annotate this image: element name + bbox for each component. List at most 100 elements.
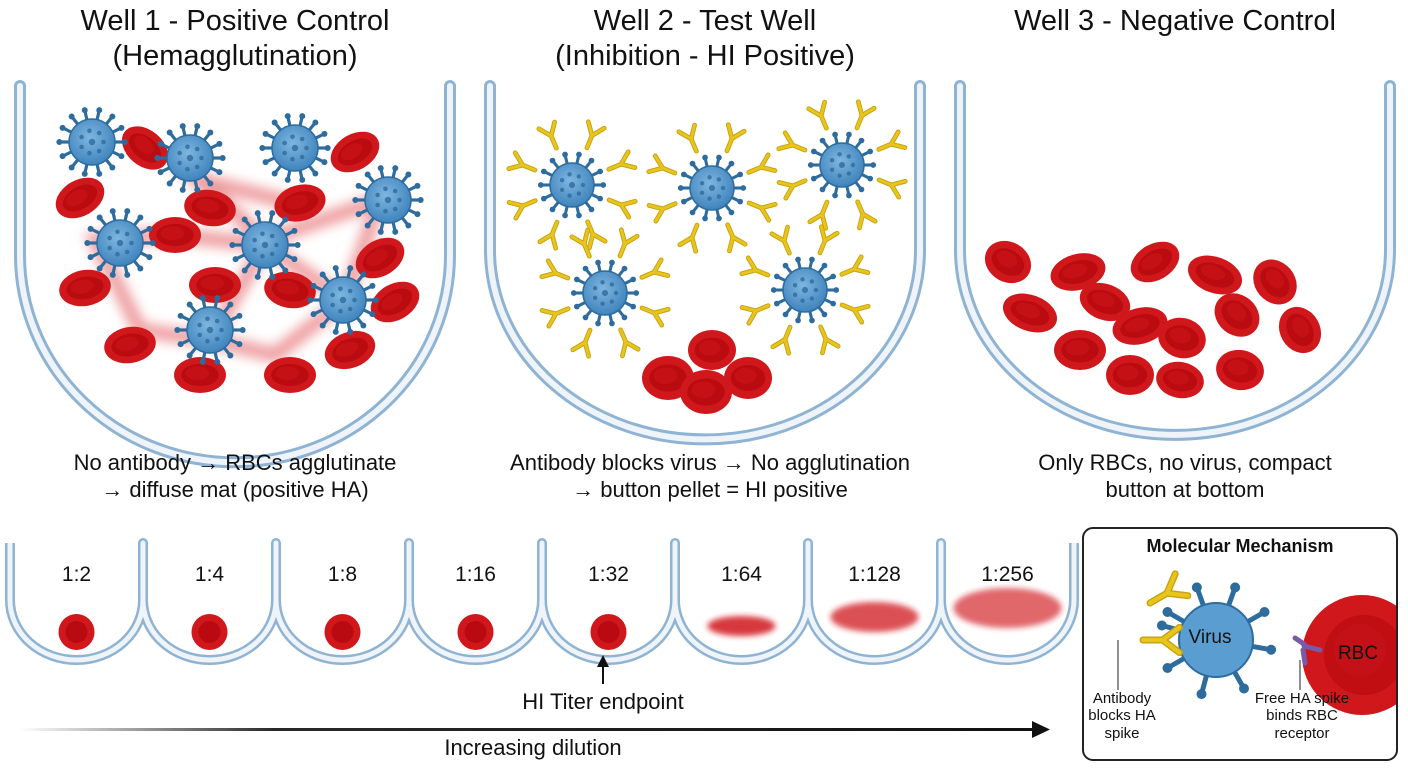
well-2-virus-group (537, 131, 877, 327)
rbc (274, 184, 326, 222)
well-3-rbc-group (984, 240, 1322, 399)
antibody (776, 178, 808, 201)
antibody (539, 306, 571, 329)
antibody (606, 197, 638, 220)
virus (154, 123, 226, 193)
virus (537, 151, 607, 219)
diffuse-mat (953, 588, 1062, 628)
dilution-label: 1:32 (588, 563, 629, 586)
diffuse-mat (830, 602, 919, 632)
endpoint-marker-arrow (597, 655, 609, 684)
rbc (1050, 253, 1106, 291)
antibody (770, 324, 793, 356)
increasing-dilution-label: Increasing dilution (444, 735, 622, 760)
virus (570, 259, 640, 327)
rbc (1079, 282, 1131, 322)
rbc (1278, 306, 1322, 354)
antibody (769, 224, 792, 256)
dilution-label: 1:64 (721, 563, 762, 586)
button-pellet (191, 614, 228, 650)
dilution-label: 1:8 (327, 563, 358, 586)
virus (352, 165, 424, 235)
antibody (506, 150, 538, 173)
rbc (984, 240, 1032, 284)
rbc (355, 237, 405, 279)
antibody (536, 119, 559, 151)
antibody (570, 327, 593, 359)
button-pellet (58, 614, 95, 650)
rbc (189, 267, 241, 303)
antibody (724, 122, 747, 154)
well-2-caption: Antibody blocks virus → No agglutination… (480, 450, 940, 504)
rbc (264, 271, 316, 309)
antibody (855, 199, 878, 231)
rbc (1106, 355, 1154, 395)
antibody-note-line3: spike (1104, 724, 1140, 742)
well-2-antibody-group (506, 99, 908, 359)
antibody (676, 122, 699, 154)
well-2-title-line1: Well 2 - Test Well (593, 5, 817, 37)
antibody (646, 153, 678, 176)
mechanism-title: Molecular Mechanism (1146, 536, 1334, 556)
well-1-title-line1: Well 1 - Positive Control (80, 5, 390, 37)
rbc (1214, 293, 1260, 337)
antibody (806, 99, 829, 131)
dilution-label: 1:4 (194, 563, 225, 586)
rbc (59, 269, 111, 307)
antibody (776, 130, 808, 153)
dilution-label: 1:256 (981, 563, 1034, 586)
mechanism-panel (1082, 527, 1398, 761)
antibody (677, 222, 700, 254)
virus (677, 154, 747, 222)
dilution-label: 1:128 (848, 563, 901, 586)
antibody-note-line2: blocks HA (1088, 707, 1156, 725)
well-2-button-pellet (642, 330, 772, 414)
virus-label: Virus (1188, 627, 1232, 648)
well-2-title-line2: (Inhibition - HI Positive) (555, 40, 855, 73)
diffuse-mat (707, 616, 776, 636)
antibody (807, 199, 830, 231)
well-2-caption-line1: Antibody blocks virus → No agglutination (510, 450, 910, 475)
spike-note-line3: receptor (1274, 724, 1330, 742)
antibody (617, 227, 640, 259)
virus (84, 208, 156, 278)
rbc (1253, 259, 1297, 305)
rbc (724, 357, 772, 399)
well-1-title: Well 1 - Positive Control (Hemagglutinat… (35, 4, 435, 75)
virus (807, 131, 877, 199)
antibody (739, 303, 771, 326)
well-3-caption-line2: button at bottom (1105, 476, 1265, 502)
antibody (639, 257, 671, 280)
virus-large (1156, 582, 1277, 700)
well-1-caption: No antibody → RBCs agglutinate → diffuse… (15, 450, 455, 504)
well-1-rbc-group (55, 126, 420, 393)
antibody-note-line1: Antibody (1092, 690, 1152, 707)
virus (307, 265, 379, 335)
virus (259, 113, 331, 183)
rbc (680, 370, 732, 414)
rbc (104, 326, 156, 364)
button-pellet (590, 614, 627, 650)
antibody (746, 152, 778, 175)
antibody (739, 255, 771, 278)
rbc (1054, 330, 1106, 370)
antibody (854, 99, 877, 131)
antibody (646, 201, 678, 224)
antibody (585, 219, 608, 251)
rbc (174, 357, 226, 393)
well-3-caption-line1: Only RBCs, no virus, compact (1038, 450, 1332, 475)
rbc (264, 357, 316, 393)
spike-note: Free HA spike binds RBC receptor (1250, 690, 1354, 742)
well-1-caption-line1: No antibody → RBCs agglutinate (73, 450, 397, 475)
antibody (725, 222, 748, 254)
antibody (569, 227, 592, 259)
endpoint-label: HI Titer endpoint (522, 689, 684, 714)
rbc (184, 189, 236, 227)
antibody (606, 149, 638, 172)
well-2-title: Well 2 - Test Well (Inhibition - HI Posi… (505, 4, 905, 75)
spike-note-line2: binds RBC (1266, 707, 1338, 725)
rbc (688, 330, 736, 370)
rbc (324, 330, 376, 370)
well-2-caption-line2: → button pellet = HI positive (572, 476, 848, 502)
